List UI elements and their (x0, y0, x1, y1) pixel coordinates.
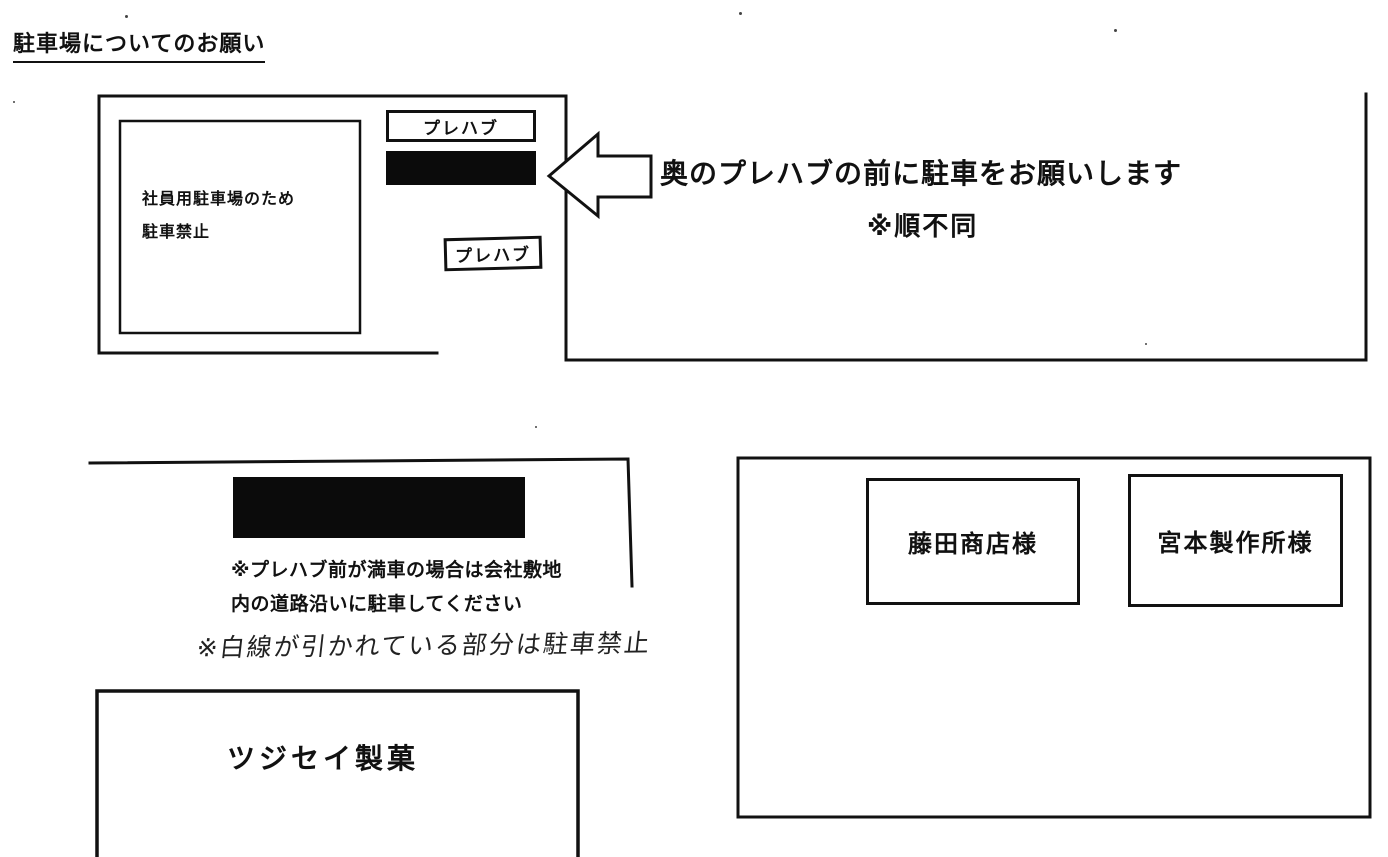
overflow-parking-note: ※プレハブ前が満車の場合は会社敷地 内の道路沿いに駐車してください (231, 554, 562, 622)
upper-lot-outline (97, 92, 1368, 362)
tenant-fujita-label: 藤田商店様 (908, 531, 1038, 558)
redacted-bar-middle (233, 477, 525, 538)
scan-speck (1114, 29, 1117, 32)
prefab-label-bottom-text: プレハブ (454, 245, 532, 266)
prefab-label-top: プレハブ (386, 110, 536, 142)
tenant-box-miyamoto: 宮本製作所様 (1128, 474, 1343, 607)
factory-building-outline (95, 689, 580, 857)
redacted-bar-top (386, 151, 536, 185)
scan-speck (535, 426, 537, 428)
employee-lot-box (118, 119, 362, 335)
road-area-outline (88, 457, 634, 588)
employee-lot-label-line2: 駐車禁止 (142, 224, 211, 241)
overflow-note-line2: 内の道路沿いに駐車してください (231, 594, 523, 615)
employee-lot-label: 社員用駐車場のため 駐車禁止 (142, 183, 295, 249)
scan-speck (1145, 343, 1147, 345)
left-arrow-icon (546, 130, 653, 220)
scan-speck (125, 15, 128, 18)
parking-instruction: 奥のプレハブの前に駐車をお願いします (660, 158, 1183, 189)
order-note: ※順不同 (867, 211, 979, 241)
page-title: 駐車場についてのお願い (13, 26, 266, 63)
factory-name-label: ツジセイ製菓 (227, 743, 420, 774)
overflow-note-line1: ※プレハブ前が満車の場合は会社敷地 (231, 560, 562, 581)
scan-speck (13, 101, 15, 103)
tenant-miyamoto-label: 宮本製作所様 (1157, 530, 1314, 557)
scan-speck (739, 12, 742, 15)
tenant-box-fujita: 藤田商店様 (866, 478, 1080, 605)
prefab-label-bottom: プレハブ (443, 235, 543, 272)
tenant-area-outline (736, 456, 1372, 819)
employee-lot-label-line1: 社員用駐車場のため (142, 191, 296, 208)
handwritten-note: ※白線が引かれている部分は駐車禁止 (195, 629, 653, 663)
prefab-label-top-text: プレハブ (423, 118, 499, 138)
